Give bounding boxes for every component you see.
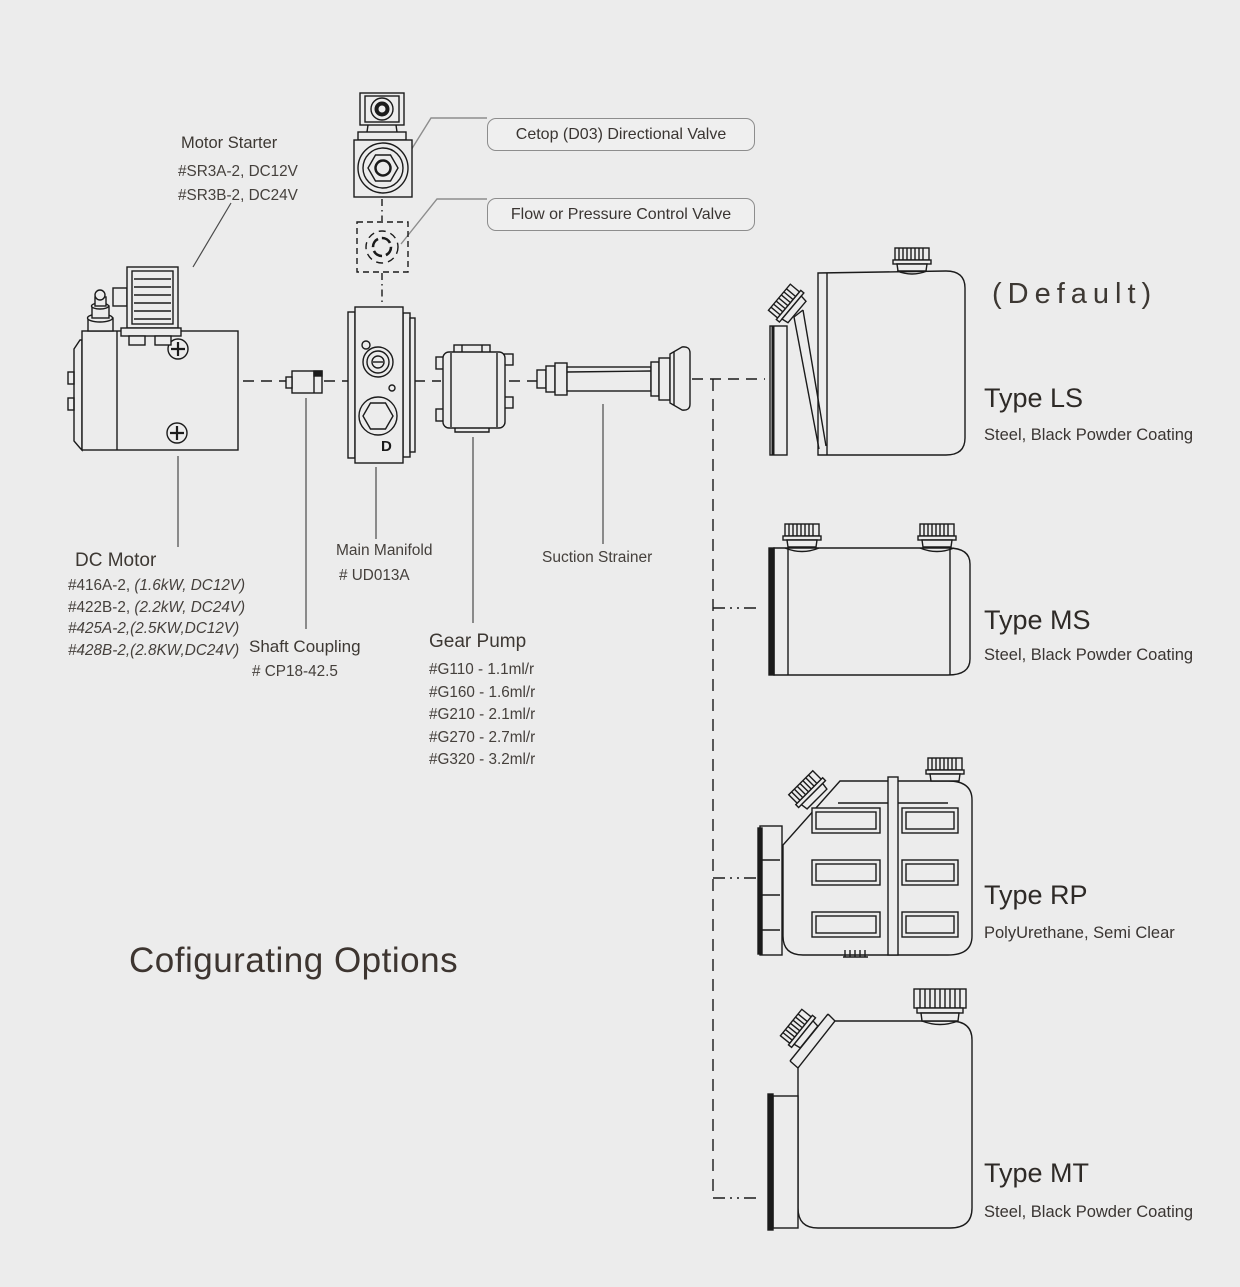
suction-strainer-label: Suction Strainer	[542, 549, 653, 566]
gear-pump-label: Gear Pump #G110 - 1.1ml/r #G160 - 1.6ml/…	[429, 631, 535, 772]
dc-motor-part-num: #425A-2,	[68, 620, 131, 637]
shaft-coupling-drawing	[285, 370, 323, 394]
page-title: Cofigurating Options	[129, 941, 459, 980]
gear-pump-drawing	[435, 344, 514, 433]
tank-ls-name: Type LS	[984, 383, 1084, 413]
tank-type-ls-drawing	[766, 247, 966, 456]
shaft-coupling-label: Shaft Coupling # CP18-42.5	[249, 637, 361, 681]
tank-type-ms-drawing	[768, 523, 971, 676]
main-manifold-label: Main Manifold # UD013A	[336, 542, 433, 585]
motor-starter-drawing	[112, 266, 182, 346]
shaft-coupling-part: # CP18-42.5	[252, 663, 338, 680]
dc-motor-label: DC Motor #416A-2, (1.6kW, DC12V) #422B-2…	[68, 550, 245, 661]
gear-pump-part: #G110 - 1.1ml/r	[429, 661, 535, 678]
tank-ls-material: Steel, Black Powder Coating	[984, 426, 1194, 444]
gear-pump-part: #G270 - 2.7ml/r	[429, 728, 536, 746]
suction-strainer-drawing	[536, 346, 691, 411]
gear-pump-part: #G210 - 2.1ml/r	[429, 706, 536, 723]
motor-starter-part: #SR3B-2, DC24V	[178, 187, 298, 204]
motor-starter-title: Motor Starter	[181, 134, 278, 152]
dc-motor-part-spec: (2.2kW, DC24V)	[134, 598, 246, 616]
tank-ms-name: Type MS	[984, 605, 1091, 635]
gear-pump-part: #G160 - 1.6ml/r	[429, 683, 536, 701]
main-manifold-title: Main Manifold	[336, 542, 433, 559]
callout-directional-valve: Cetop (D03) Directional Valve	[487, 118, 755, 151]
label-leader-lines	[177, 202, 604, 629]
tank-ms-material: Steel, Black Powder Coating	[984, 646, 1194, 664]
phillips-screw-icon	[167, 338, 189, 360]
terminal-stud-drawing	[86, 289, 114, 332]
gear-pump-title: Gear Pump	[429, 631, 527, 652]
main-manifold-part: # UD013A	[339, 567, 410, 584]
flow-control-valve-placeholder	[356, 221, 409, 273]
tank-mt-name: Type MT	[984, 1158, 1090, 1188]
callout-flow-valve: Flow or Pressure Control Valve	[487, 198, 755, 231]
dc-motor-part-num: #428B-2,	[68, 641, 131, 659]
phillips-screw-icon	[166, 422, 188, 444]
directional-valve-drawing	[353, 92, 413, 198]
tank-rp-material: PolyUrethane, Semi Clear	[984, 924, 1175, 942]
dc-motor-drawing	[67, 266, 239, 452]
tank-type-mt-drawing	[767, 988, 973, 1231]
dc-motor-part-spec: (2.5KW,DC12V)	[130, 620, 240, 637]
default-note: (Default)	[992, 278, 1158, 310]
assembly-axis-lines	[243, 199, 765, 1199]
manifold-port-mark: D	[381, 438, 392, 455]
tank-type-rp-drawing	[757, 757, 973, 958]
dc-motor-part-spec: (2.8KW,DC24V)	[130, 641, 240, 659]
gear-pump-part: #G320 - 3.2ml/r	[429, 751, 536, 768]
dc-motor-part-num: #416A-2,	[68, 577, 135, 594]
main-manifold-drawing	[347, 306, 416, 464]
dc-motor-part-spec: (1.6kW, DC12V)	[134, 577, 246, 594]
dc-motor-part-num: #422B-2,	[68, 598, 135, 616]
tank-mt-material: Steel, Black Powder Coating	[984, 1203, 1194, 1221]
motor-starter-label: Motor Starter #SR3A-2, DC12V #SR3B-2, DC…	[178, 134, 301, 208]
shaft-coupling-title: Shaft Coupling	[249, 637, 361, 656]
motor-starter-part: #SR3A-2, DC12V	[178, 163, 298, 180]
dc-motor-title: DC Motor	[75, 550, 157, 571]
tank-rp-name: Type RP	[984, 880, 1088, 910]
